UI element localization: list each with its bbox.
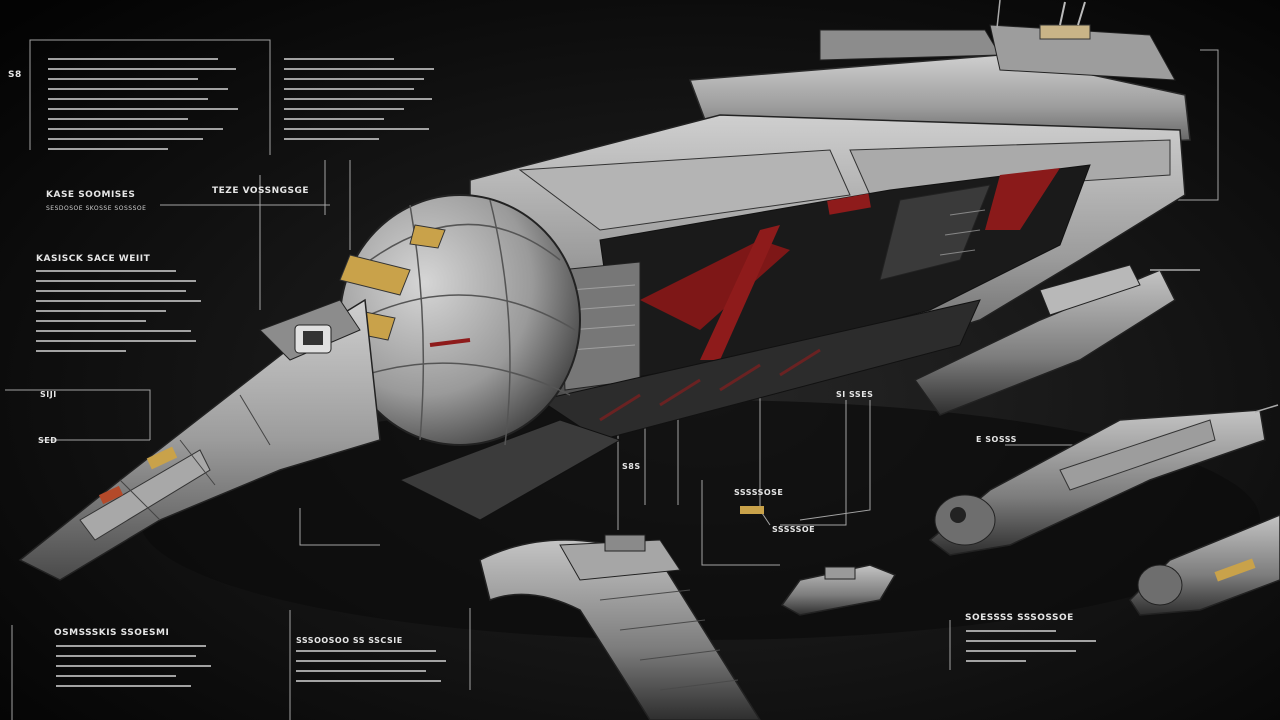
main-starship xyxy=(18,0,1191,581)
fine-print-block-bottom-left xyxy=(56,645,216,695)
callout-center: S8S xyxy=(622,462,641,471)
header-b: TEZE VOSSNGSGE xyxy=(212,186,310,196)
bottom-right-header: SOESSSS SSSOSSOE xyxy=(965,613,1074,623)
module-small-shuttle xyxy=(780,564,897,616)
callout-lower: SSSSSOSE xyxy=(734,488,784,497)
module-pod-upper-right xyxy=(913,264,1200,416)
top-left-code: S8 xyxy=(8,70,22,80)
mid-left-code: SIJI xyxy=(40,390,57,399)
header-a-subtitle: SESDOSOE SKOSSE SOSSSOE xyxy=(46,205,147,212)
bottom-left-header: OSMSSSKIS SSOESMI xyxy=(54,628,170,638)
callout-right: SI SSES xyxy=(836,390,874,399)
fine-print-block-top-center xyxy=(284,58,434,148)
header-a: KASE SOOMISES xyxy=(46,190,136,200)
callout-lower-2: SSSSSOE xyxy=(772,525,816,534)
module-pod-middle-right xyxy=(928,404,1279,556)
fine-print-block-bottom-mid xyxy=(296,650,446,690)
bottom-mid-header: SSSOOSOO SS SSCSIE xyxy=(296,636,403,645)
module-curved-wing xyxy=(479,506,764,720)
header-c: KASISCK SACE WEIIT xyxy=(36,254,151,264)
fine-print-block-left-mid xyxy=(36,270,206,360)
mid-left-code-2: SED xyxy=(38,436,58,445)
ground-shadow xyxy=(140,400,1260,640)
module-pod-lower-right xyxy=(1129,514,1280,616)
fine-print-block-bottom-right xyxy=(966,630,1096,670)
callout-right-2: E SOSSS xyxy=(976,435,1017,444)
fine-print-block-top-left xyxy=(48,58,238,158)
